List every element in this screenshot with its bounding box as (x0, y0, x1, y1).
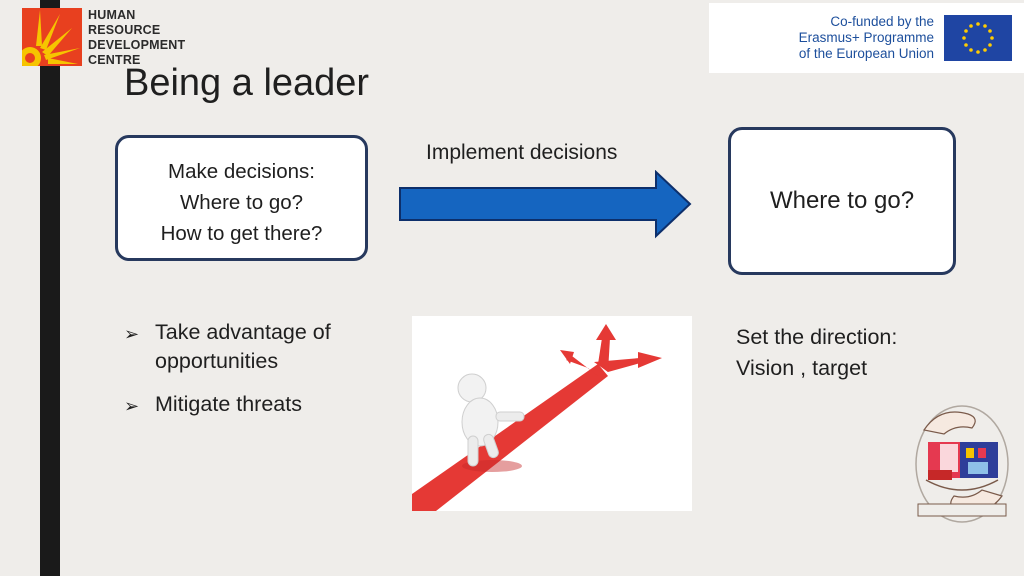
left-accent-bar (40, 0, 60, 576)
erasmus-badge: Co-funded by the Erasmus+ Programme of t… (709, 3, 1024, 73)
erasmus-text-line: Erasmus+ Programme (798, 30, 934, 45)
slide-title: Being a leader (124, 62, 370, 104)
arrow-right-icon (398, 169, 694, 245)
direction-text: Set the direction: Vision , target (736, 322, 897, 384)
list-item: ➢ Take advantage of opportunities (124, 318, 415, 376)
bullet-text: Mitigate threats (155, 392, 302, 416)
hrdc-name-line: DEVELOPMENT (88, 38, 186, 52)
arrow-label: Implement decisions (426, 141, 618, 164)
bullet-list: ➢ Take advantage of opportunities ➢ Miti… (124, 318, 415, 433)
decisions-heading: Make decisions: (168, 160, 315, 183)
erasmus-text-line: Co-funded by the (830, 14, 934, 29)
decisions-line: Where to go? (179, 191, 304, 214)
list-item: ➢ Mitigate threats (124, 390, 415, 419)
where-to-go-text: Where to go? (769, 187, 915, 214)
hrdc-logo: HUMAN RESOURCE DEVELOPMENT CENTRE (22, 8, 222, 68)
eu-flag-icon (944, 15, 1012, 61)
bullet-arrow-icon: ➢ (124, 396, 140, 416)
direction-line: Vision , target (736, 356, 868, 380)
erasmus-text-line: of the European Union (798, 46, 934, 61)
hands-house-emblem (910, 400, 1015, 532)
hrdc-sun-logo-icon (22, 8, 82, 66)
decisions-box: Make decisions: Where to go? How to get … (115, 135, 368, 261)
decisions-line: How to get there? (160, 222, 323, 245)
crossroads-illustration (412, 316, 692, 511)
bullet-text: Take advantage of opportunities (155, 320, 331, 373)
hrdc-name-line: RESOURCE (88, 23, 161, 37)
hrdc-name: HUMAN RESOURCE DEVELOPMENT CENTRE (88, 8, 185, 68)
direction-line: Set the direction: (736, 325, 898, 349)
where-to-go-box: Where to go? (728, 127, 956, 275)
hrdc-name-line: HUMAN (88, 8, 136, 22)
erasmus-text: Co-funded by the Erasmus+ Programme of t… (799, 14, 934, 62)
hrdc-name-line: CENTRE (88, 53, 141, 67)
bullet-arrow-icon: ➢ (124, 324, 140, 344)
